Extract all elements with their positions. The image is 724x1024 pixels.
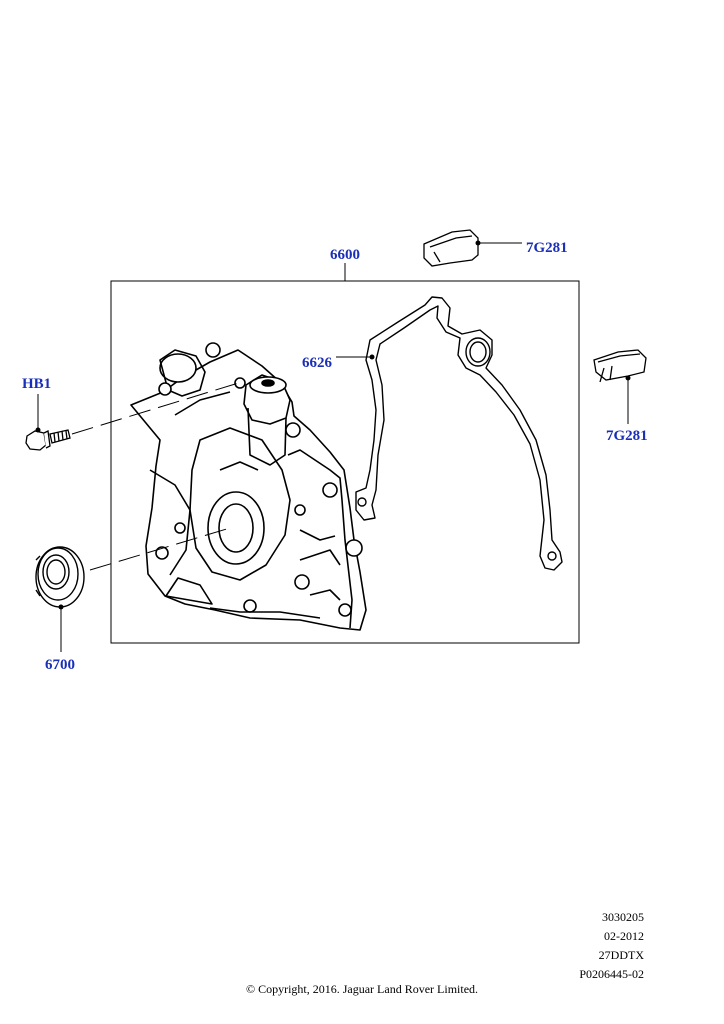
callout-clip-top[interactable]: 7G281 [526,240,568,256]
reference-illustration-id: P0206445-02 [579,967,644,981]
callout-clip-right[interactable]: 7G281 [606,428,648,444]
callout-gasket[interactable]: 6626 [302,355,333,371]
diagram-reference-block: 3030205 02-2012 27DDTX P0206445-02 [579,908,644,984]
callout-assembly[interactable]: 6600 [330,247,360,263]
clip-top[interactable] [423,229,479,267]
reference-model: 27DDTX [598,948,644,962]
gasket-leader-dot [369,354,375,360]
callout-seal[interactable]: 6700 [45,657,75,673]
bolt-leader-dot [35,427,41,433]
crankshaft-seal[interactable] [35,546,85,608]
clip-right-leader-dot [625,375,631,381]
reference-code: 3030205 [602,910,644,924]
bolt[interactable] [25,429,71,451]
front-cover-gasket[interactable] [355,296,563,571]
clip-top-leader-dot [475,240,481,246]
bolt-axis [71,380,246,435]
seal-leader-dot [58,604,64,610]
copyright-notice: © Copyright, 2016. Jaguar Land Rover Lim… [245,982,479,996]
seal-axis [89,527,231,571]
oil-pump-housing[interactable] [130,342,367,631]
callout-bolt[interactable]: HB1 [22,376,51,392]
clip-right[interactable] [593,349,647,383]
reference-date: 02-2012 [604,929,644,943]
